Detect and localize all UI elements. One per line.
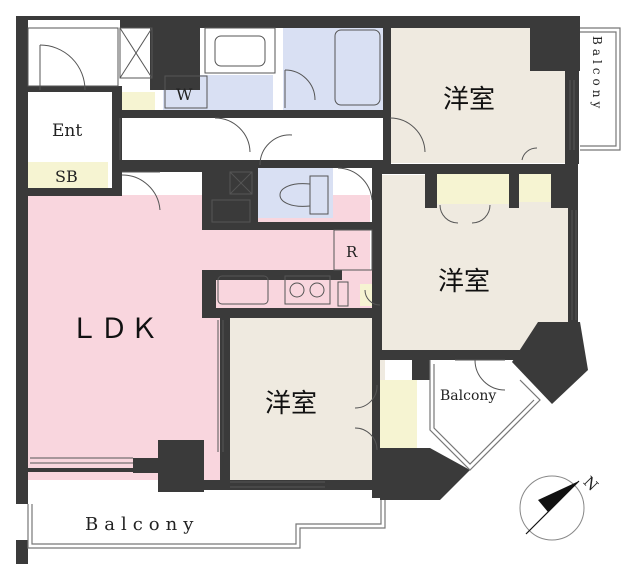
western-room-bottom-label: 洋室 [265,389,317,419]
refrigerator-label: R [346,243,358,261]
closet-top [437,172,509,204]
east-balcony-label: Balcony [590,36,604,112]
entrance-floor [28,92,116,162]
washer-label: W [176,85,193,104]
compass-axis [525,480,580,535]
closet-bottom [380,380,417,448]
compass: N [519,473,602,541]
shoebox-label: SB [55,167,78,186]
compass-arrow-side-icon [538,481,579,512]
room-bottom-floor [230,318,385,480]
room-middle-right-floor [378,175,568,350]
shoebox-storage [28,162,108,188]
balcony-outlines [27,27,621,549]
compass-circle [519,475,585,541]
western-room-middle-label: 洋室 [438,267,490,297]
western-room-top-label: 洋室 [443,85,495,115]
fixture-lines [27,27,577,488]
walls [16,16,588,564]
south-balcony-label: Balcony [85,514,199,535]
hallway-floor [120,118,385,163]
entrance-label: Ent [52,121,82,141]
ldk-label: ＬＤＫ [70,312,160,345]
corner-balcony-label: Balcony [440,388,496,404]
bath-floor [283,28,383,110]
storage-small-a [122,92,155,110]
compass-north-label: N [580,473,602,495]
closet-small-right [518,172,551,202]
